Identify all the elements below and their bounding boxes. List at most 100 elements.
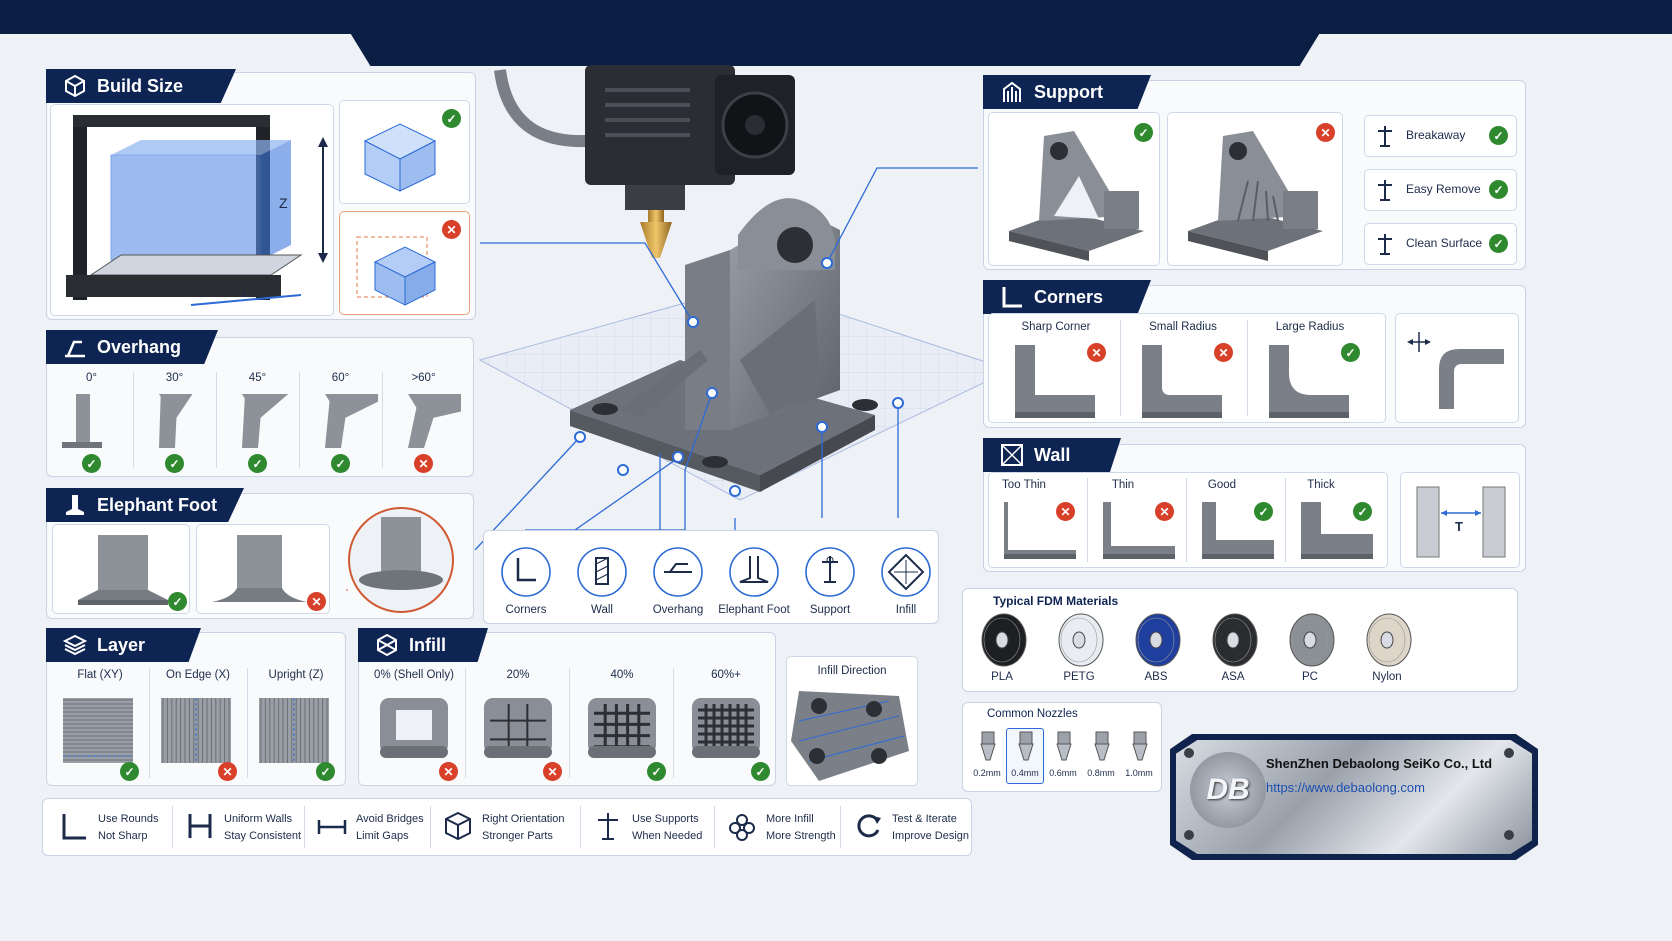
cross-icon: ✕	[442, 220, 461, 239]
infill-density-label: 0% (Shell Only)	[374, 669, 454, 681]
feature-label: Corners	[505, 604, 547, 616]
nozzle-icon	[1054, 730, 1074, 766]
wall-icon	[576, 546, 628, 598]
company-url[interactable]: https://www.debaolong.com	[1266, 780, 1425, 795]
corner-type-label: Small Radius	[1149, 321, 1217, 333]
elephant-foot-icon	[66, 495, 84, 515]
overhang-angle-label: 0°	[86, 372, 97, 384]
bridge-icon	[316, 810, 348, 842]
nozzle-icon	[1016, 730, 1036, 766]
check-icon: ✓	[316, 762, 335, 781]
cube-icon	[442, 810, 474, 842]
company-name: ShenZhen Debaolong SeiKo Co., Ltd	[1266, 756, 1493, 771]
tip-title: Right Orientation	[482, 813, 565, 825]
separator	[430, 806, 431, 848]
wall-sample	[1297, 498, 1377, 564]
separator	[1087, 478, 1088, 562]
check-icon: ✓	[1489, 126, 1508, 145]
support-option-label: Easy Remove	[1406, 182, 1481, 196]
separator	[149, 668, 150, 778]
separator	[247, 668, 248, 778]
separator	[216, 372, 217, 468]
company-logo: DB	[1190, 752, 1266, 828]
support-good-card: ✓	[988, 112, 1160, 266]
cross-icon: ✕	[1316, 123, 1335, 142]
cross-icon: ✕	[1087, 343, 1106, 362]
infill-icon	[880, 546, 932, 598]
tip-subtitle: Not Sharp	[98, 830, 148, 842]
infill-direction-card: Infill Direction	[786, 656, 918, 786]
infill-density-label: 40%	[610, 669, 634, 681]
elephant-foot-icon	[728, 546, 780, 598]
separator	[840, 806, 841, 848]
tip-subtitle: Limit Gaps	[356, 830, 409, 842]
elephant-foot-header: Elephant Foot	[46, 488, 244, 522]
nozzle-size-label: 0.4mm	[1011, 768, 1039, 778]
filament-spool-icon	[1051, 612, 1107, 668]
tip-subtitle: Stay Consistent	[224, 830, 302, 842]
build-fit-good-card: ✓	[339, 100, 470, 204]
elephant-foot-bad-card: ✕	[196, 524, 330, 614]
elephant-foot-zoom	[346, 507, 454, 613]
overhang-header: Overhang	[46, 330, 218, 364]
build-size-title: Build Size	[97, 75, 184, 96]
infill-density-label: 60%+	[711, 669, 741, 681]
tip-title: Avoid Bridges	[356, 813, 424, 825]
feature-label: Support	[809, 604, 851, 616]
corner-icon	[1002, 287, 1022, 308]
nozzles-title: Common Nozzles	[987, 708, 1078, 720]
tip-title: Test & Iterate	[892, 813, 957, 825]
corner-radius-detail-card	[1395, 313, 1519, 423]
check-icon: ✓	[1254, 502, 1273, 521]
check-icon: ✓	[165, 454, 184, 473]
check-icon: ✓	[331, 454, 350, 473]
infill-icon	[726, 810, 758, 842]
material-label: PLA	[991, 671, 1013, 683]
materials-title: Typical FDM Materials	[993, 594, 1119, 608]
filament-spool-icon	[1128, 612, 1184, 668]
infill-header: Infill	[358, 628, 488, 662]
overhang-sample	[54, 390, 129, 450]
nozzle-size-label: 0.6mm	[1049, 768, 1077, 778]
cross-icon: ✕	[1155, 502, 1174, 521]
filament-spool-icon	[1205, 612, 1261, 668]
layer-orientation-label: On Edge (X)	[166, 669, 230, 681]
support-icon	[1003, 81, 1021, 102]
layer-sample	[63, 698, 133, 763]
overhang-angle-label: >60°	[411, 372, 436, 384]
nozzle-icon	[1092, 730, 1112, 766]
overhang-sample	[220, 390, 295, 450]
overhang-angle-label: 45°	[248, 372, 267, 384]
feature-label: Elephant Foot	[718, 604, 790, 616]
build-fit-bad-card: ✕	[339, 211, 470, 315]
separator	[133, 372, 134, 468]
corner-type-label: Sharp Corner	[1021, 321, 1091, 333]
tip-title: Use Rounds	[98, 813, 159, 825]
screw-icon	[1184, 830, 1194, 840]
separator	[465, 668, 466, 778]
separator	[673, 668, 674, 778]
printer-illustration	[474, 65, 1012, 550]
build-volume-diagram	[66, 115, 328, 306]
support-header: Support	[983, 75, 1151, 109]
screw-icon	[1184, 748, 1194, 758]
layer-title: Layer	[97, 634, 146, 655]
separator	[569, 668, 570, 778]
infill-sample	[688, 694, 764, 760]
check-icon: ✓	[442, 109, 461, 128]
wall-thickness-card: T	[1400, 472, 1520, 568]
material-label: PC	[1302, 671, 1318, 683]
check-icon: ✓	[1353, 502, 1372, 521]
tip-subtitle: Improve Design	[892, 830, 970, 842]
tips-bar	[42, 798, 972, 856]
corners-title: Corners	[1034, 286, 1104, 307]
infill-direction-label: Infill Direction	[817, 665, 887, 677]
infill-title: Infill	[409, 634, 446, 655]
infill-sample	[480, 694, 556, 760]
overhang-angle-label: 60°	[331, 372, 350, 384]
over-supported-part-diagram	[1188, 131, 1323, 261]
overhang-sample	[386, 390, 537, 450]
layer-header: Layer	[46, 628, 201, 662]
corner-sample	[1010, 340, 1100, 420]
hand-icon	[1372, 177, 1398, 203]
